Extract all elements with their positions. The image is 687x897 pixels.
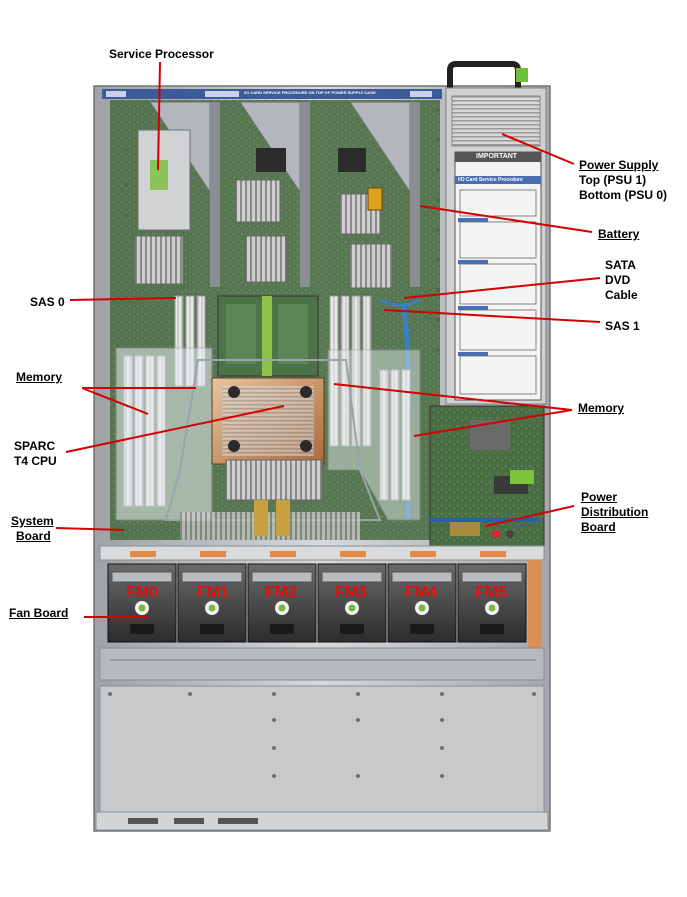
label-battery: Battery: [598, 227, 640, 241]
fan-label-fm2: FM2: [265, 584, 297, 601]
sata-line: SATA: [605, 258, 636, 272]
pdb-line-3: Board: [581, 520, 616, 534]
cpu-line-2: T4 CPU: [14, 454, 57, 468]
callout-line-battery: [419, 205, 593, 233]
label-system-board: System Board: [11, 514, 54, 544]
fan-label-fm0: FM0: [126, 584, 158, 601]
power-supply-title: Power Supply: [579, 158, 659, 172]
system-board-line-1: System: [11, 514, 54, 528]
label-fan-board: Fan Board: [9, 606, 69, 620]
system-board-line-2: Board: [16, 529, 51, 543]
callout-line-sas1: [383, 309, 601, 323]
callout-line-pdb: [485, 505, 575, 527]
important-card-subtitle: I/O Card Service Procedure: [458, 177, 523, 183]
important-card-title: IMPORTANT: [476, 153, 518, 160]
fan-label-fm5: FM5: [475, 584, 507, 601]
top-banner-text: I/O CARD SERVICE PROCEDURE ON TOP OF POW…: [244, 90, 376, 95]
cpu-line-1: SPARC: [14, 439, 56, 453]
label-memory-right: Memory: [578, 401, 625, 415]
callout-line-memory-left-2: [81, 387, 149, 415]
label-power-supply: Power Supply Top (PSU 1) Bottom (PSU 0): [579, 158, 667, 203]
label-sparc-cpu: SPARC T4 CPU: [14, 439, 57, 469]
callout-line-memory-right-1: [333, 383, 573, 411]
label-service-processor: Service Processor: [109, 47, 214, 61]
fan-label-fm4: FM4: [405, 584, 437, 601]
cable-line: Cable: [605, 288, 638, 302]
label-sas1: SAS 1: [605, 319, 640, 333]
callout-line-service-processor: [157, 61, 161, 171]
pdb-line-1: Power: [581, 490, 618, 504]
label-memory-left: Memory: [16, 370, 63, 384]
pdb-line-2: Distribution: [581, 505, 649, 519]
callout-line-cpu: [65, 405, 285, 453]
fan-label-fm1: FM1: [197, 584, 229, 601]
callout-line-memory-right-2: [413, 409, 573, 437]
label-sata-dvd-cable: SATA DVD Cable: [605, 258, 638, 303]
label-sas0: SAS 0: [30, 295, 65, 309]
power-supply-top: Top (PSU 1): [579, 173, 647, 187]
dvd-line: DVD: [605, 273, 631, 287]
callout-line-sas0: [69, 297, 177, 301]
callout-line-power-supply: [501, 133, 575, 165]
label-power-distribution-board: Power Distribution Board: [581, 490, 648, 535]
fan-label-fm3: FM3: [335, 584, 367, 601]
power-supply-bottom: Bottom (PSU 0): [579, 188, 667, 202]
callout-line-sata: [403, 277, 601, 299]
callout-line-system-board: [55, 527, 125, 531]
